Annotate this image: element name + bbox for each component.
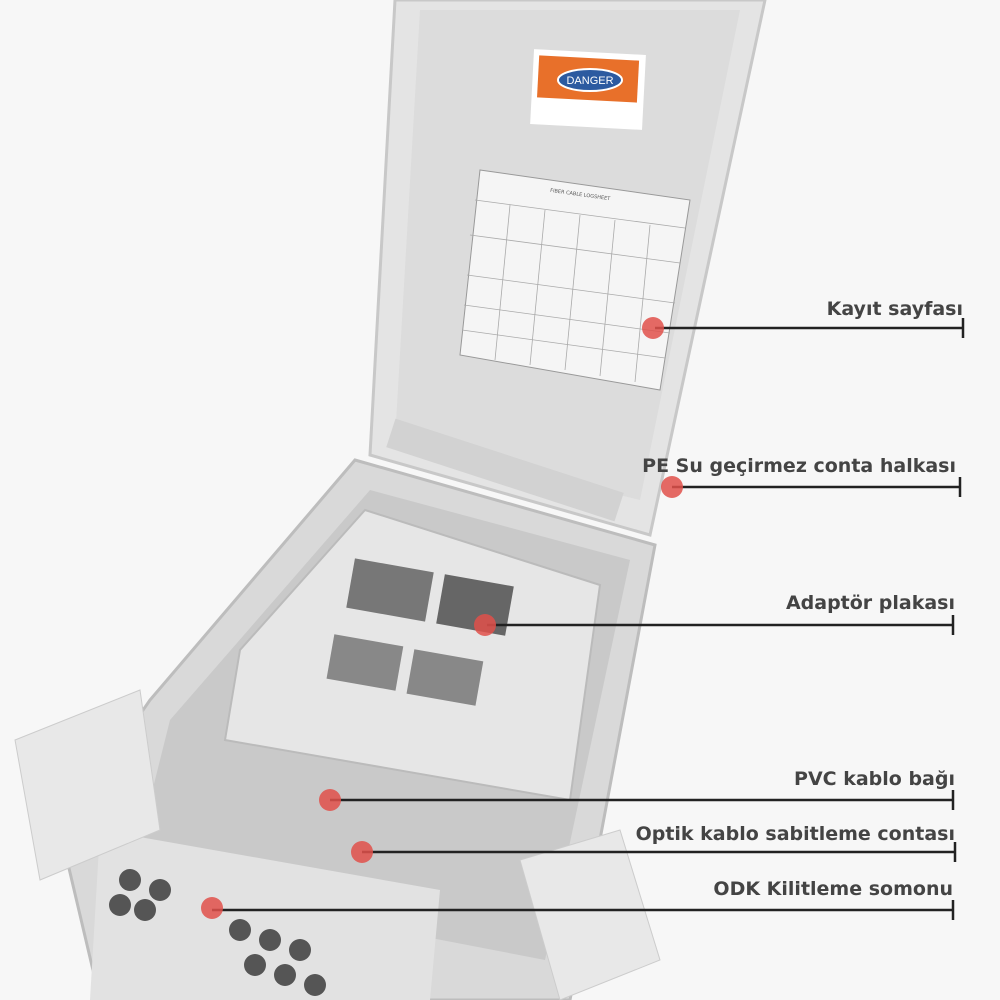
callout-dot — [319, 789, 341, 811]
callout-dot — [201, 897, 223, 919]
adapter-plate — [223, 508, 602, 802]
adapter-slot — [326, 634, 404, 691]
cable-entry-panel — [90, 830, 440, 1000]
left-mounting-bracket — [14, 689, 161, 881]
callout-dot — [351, 841, 373, 863]
right-mounting-bracket — [519, 829, 661, 1000]
record-sheet — [459, 169, 691, 391]
callout-label-cable-fixing-seal: Optik kablo sabitleme contası — [635, 823, 955, 845]
adapter-slot — [406, 649, 484, 706]
callout-dot — [474, 614, 496, 636]
callout-label-waterproof-seal: PE Su geçirmez conta halkası — [642, 455, 956, 477]
callout-dot — [642, 317, 664, 339]
callout-label-adapter-plate: Adaptör plakası — [785, 592, 955, 614]
callout-label-record-sheet: Kayıt sayfası — [826, 298, 963, 320]
adapter-slot — [346, 558, 434, 622]
callout-label-pvc-cable-tie: PVC kablo bağı — [794, 768, 955, 790]
danger-oval — [557, 68, 623, 92]
record-sheet-grid — [461, 199, 686, 383]
callout-label-lock-nut: ODK Kilitleme somonu — [713, 878, 953, 900]
cable-ports — [109, 869, 326, 996]
callout-lines — [212, 318, 965, 920]
callout-dots — [201, 317, 683, 919]
callout-dot — [661, 476, 683, 498]
hinge — [386, 418, 624, 522]
danger-sticker-text: DANGER — [566, 75, 613, 87]
